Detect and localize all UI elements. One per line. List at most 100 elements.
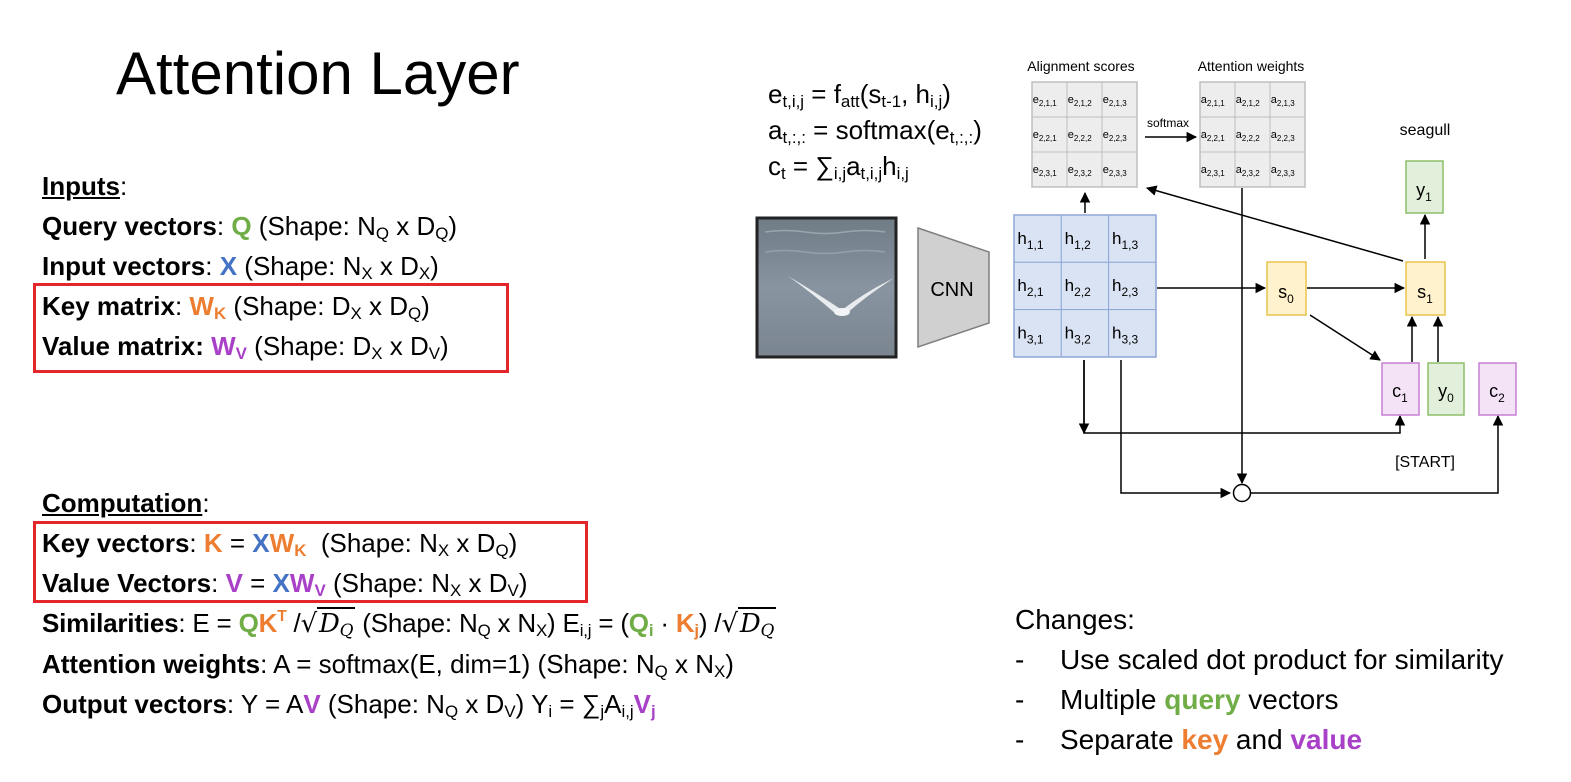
alignment-scores-grid: e2,1,1 e2,1,2 e2,1,3 e2,2,1 e2,2,2 e2,2,3 e2,3… bbox=[1031, 81, 1138, 188]
feature-cell: h1,1 bbox=[1013, 214, 1062, 263]
alignment-score-cell: e2,2,1 bbox=[1031, 116, 1068, 153]
svg-text:e2,2,1: e2,2,1 bbox=[1033, 129, 1057, 143]
feature-cell: h2,2 bbox=[1060, 261, 1110, 311]
softmax-label: softmax bbox=[1147, 116, 1189, 130]
alignment-score-cell: e2,1,2 bbox=[1066, 81, 1103, 118]
feature-to-mix-path bbox=[1120, 360, 1232, 499]
weighted-sum-node bbox=[1232, 483, 1252, 503]
c1-box: c1 bbox=[1381, 362, 1420, 416]
svg-text:a2,3,2: a2,3,2 bbox=[1236, 164, 1260, 178]
svg-text:e2,2,2: e2,2,2 bbox=[1068, 129, 1092, 143]
svg-text:e2,1,3: e2,1,3 bbox=[1103, 94, 1127, 108]
svg-text:a2,2,3: a2,2,3 bbox=[1271, 129, 1295, 143]
svg-text:a2,2,2: a2,2,2 bbox=[1236, 129, 1260, 143]
svg-text:c1: c1 bbox=[1392, 381, 1408, 405]
attention-weight-cell: a2,2,3 bbox=[1269, 116, 1306, 153]
grid-border bbox=[1031, 81, 1138, 188]
attention-formulas: et,i,j = fatt(st-1, hi,j) at,:,: = softm… bbox=[768, 76, 982, 184]
attention-weights-line: Attention weights: A = softmax(E, dim=1)… bbox=[42, 649, 734, 682]
key-matrix-line: Key matrix: WK (Shape: DX x DQ) bbox=[42, 291, 430, 324]
svg-text:a2,2,1: a2,2,1 bbox=[1201, 129, 1225, 143]
feature-cell: h1,2 bbox=[1060, 214, 1110, 263]
svg-text:a2,1,3: a2,1,3 bbox=[1271, 94, 1295, 108]
output-vectors-line: Output vectors: Y = AV (Shape: NQ x DV) … bbox=[42, 689, 656, 722]
alignment-score-cell: e2,2,2 bbox=[1066, 116, 1103, 153]
c2-box: c2 bbox=[1478, 362, 1517, 416]
changes-block: Changes: -Use scaled dot product for sim… bbox=[1015, 600, 1504, 760]
alignment-score-cell: e2,3,3 bbox=[1101, 151, 1138, 188]
start-label: [START] bbox=[1395, 454, 1455, 471]
svg-text:a2,3,1: a2,3,1 bbox=[1201, 164, 1225, 178]
seagull-photo bbox=[755, 216, 898, 359]
computation-highlight-box bbox=[33, 521, 588, 603]
inputs-highlight-box bbox=[33, 283, 509, 373]
attention-weight-cell: a2,1,3 bbox=[1269, 81, 1306, 118]
formula-alignment: et,i,j = fatt(st-1, hi,j) bbox=[768, 79, 951, 112]
attention-weight-cell: a2,3,3 bbox=[1269, 151, 1306, 188]
key-vectors-line: Key vectors: K = XWK (Shape: NX x DQ) bbox=[42, 528, 518, 561]
similarities-line: Similarities: E = QKT /√DQ (Shape: NQ x … bbox=[42, 603, 777, 644]
svg-text:a2,1,2: a2,1,2 bbox=[1236, 94, 1260, 108]
attention-weight-cell: a2,3,2 bbox=[1234, 151, 1271, 188]
y1-box: y1 bbox=[1405, 160, 1444, 214]
computation-heading: Computation: bbox=[42, 488, 210, 518]
s0-to-c1-arrow bbox=[1309, 314, 1381, 361]
cnn-block bbox=[917, 226, 990, 349]
attention-weight-cell: a2,2,1 bbox=[1199, 116, 1236, 153]
s1-box: s1 bbox=[1405, 261, 1446, 316]
attention-weight-cell: a2,3,1 bbox=[1199, 151, 1236, 188]
svg-text:h3,3: h3,3 bbox=[1112, 323, 1138, 346]
value-vectors-line: Value Vectors: V = XWV (Shape: NX x DV) bbox=[42, 568, 528, 601]
svg-text:h2,2: h2,2 bbox=[1065, 276, 1091, 299]
changes-heading: Changes: bbox=[1015, 604, 1135, 635]
mix-to-c2-path bbox=[1251, 414, 1504, 494]
sqrt-dq: √DQ bbox=[300, 607, 356, 641]
alignment-score-cell: e2,1,1 bbox=[1031, 81, 1068, 118]
alignment-score-cell: e2,3,1 bbox=[1031, 151, 1068, 188]
inputs-heading: Inputs: bbox=[42, 171, 128, 201]
grid-border bbox=[1013, 214, 1157, 358]
sqrt-dq-2: √DQ bbox=[721, 607, 777, 641]
change-item-2: -Multiple query vectors bbox=[1015, 684, 1339, 715]
svg-text:h2,3: h2,3 bbox=[1112, 276, 1138, 299]
change-item-3: -Separate key and value bbox=[1015, 724, 1363, 755]
query-vectors-line: Query vectors: Q (Shape: NQ x DQ) bbox=[42, 211, 458, 244]
alignment-score-cell: e2,2,3 bbox=[1101, 116, 1138, 153]
svg-text:y1: y1 bbox=[1416, 180, 1432, 204]
value-matrix-line: Value matrix: WV (Shape: DX x DV) bbox=[42, 331, 449, 364]
svg-text:y0: y0 bbox=[1438, 381, 1454, 405]
svg-text:c2: c2 bbox=[1489, 381, 1505, 405]
svg-text:h3,2: h3,2 bbox=[1065, 323, 1091, 346]
svg-text:s1: s1 bbox=[1417, 282, 1433, 306]
svg-text:e2,3,1: e2,3,1 bbox=[1033, 164, 1057, 178]
grid-border bbox=[1199, 81, 1306, 188]
svg-text:h2,1: h2,1 bbox=[1017, 276, 1043, 299]
feature-grid: h1,1 h1,2 h1,3 h2,1 h2,2 h2,3 h3,1 h3,2 h3,3 bbox=[1013, 214, 1157, 358]
svg-text:h1,3: h1,3 bbox=[1112, 229, 1138, 252]
feature-cell: h3,2 bbox=[1060, 309, 1110, 358]
svg-text:e2,1,2: e2,1,2 bbox=[1068, 94, 1092, 108]
alignment-score-cell: e2,3,2 bbox=[1066, 151, 1103, 188]
svg-text:e2,3,2: e2,3,2 bbox=[1068, 164, 1092, 178]
attention-weights-title: Attention weights bbox=[1198, 58, 1305, 74]
attention-weight-cell: a2,1,2 bbox=[1234, 81, 1271, 118]
cnn-label: CNN bbox=[930, 279, 973, 301]
alignment-score-cell: e2,1,3 bbox=[1101, 81, 1138, 118]
svg-text:h1,1: h1,1 bbox=[1017, 229, 1043, 252]
formula-context: ct = ∑i,jat,i,jhi,j bbox=[768, 151, 909, 184]
svg-text:h3,1: h3,1 bbox=[1017, 323, 1043, 346]
svg-text:h1,2: h1,2 bbox=[1065, 229, 1091, 252]
feature-cell: h2,1 bbox=[1013, 261, 1062, 311]
attention-weight-cell: a2,2,2 bbox=[1234, 116, 1271, 153]
attention-weight-cell: a2,1,1 bbox=[1199, 81, 1236, 118]
svg-text:e2,1,1: e2,1,1 bbox=[1033, 94, 1057, 108]
feature-cell: h1,3 bbox=[1108, 214, 1157, 263]
svg-text:e2,2,3: e2,2,3 bbox=[1103, 129, 1127, 143]
svg-text:a2,3,3: a2,3,3 bbox=[1271, 164, 1295, 178]
svg-text:a2,1,1: a2,1,1 bbox=[1201, 94, 1225, 108]
y0-box: y0 bbox=[1427, 362, 1465, 416]
feature-cell: h3,1 bbox=[1013, 309, 1062, 358]
change-item-1: -Use scaled dot product for similarity bbox=[1015, 644, 1504, 675]
s0-box: s0 bbox=[1266, 261, 1307, 316]
